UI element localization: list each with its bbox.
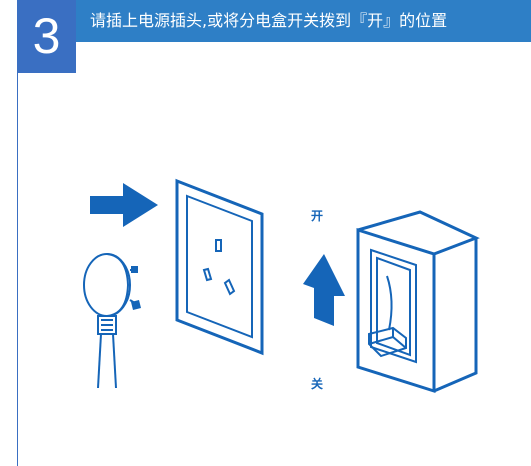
title-bar [76,0,531,42]
switch-opening [368,248,417,364]
wall-socket [175,178,264,356]
arrow-up-icon [303,254,345,326]
step-title: 请插上电源插头,或将分电盒开关拨到『开』的位置 [90,11,448,30]
switch-on-label: 开 [311,209,324,223]
plug-prong-bottom [131,300,141,310]
plug-icon [83,253,139,389]
arrow-right-icon [90,183,158,227]
step-number: 3 [17,0,76,73]
plug-prong-top [131,266,138,273]
switch-off-label: 关 [311,377,324,391]
panel-frame [17,73,18,466]
socket-holes [202,239,236,296]
switch-box [356,210,480,394]
